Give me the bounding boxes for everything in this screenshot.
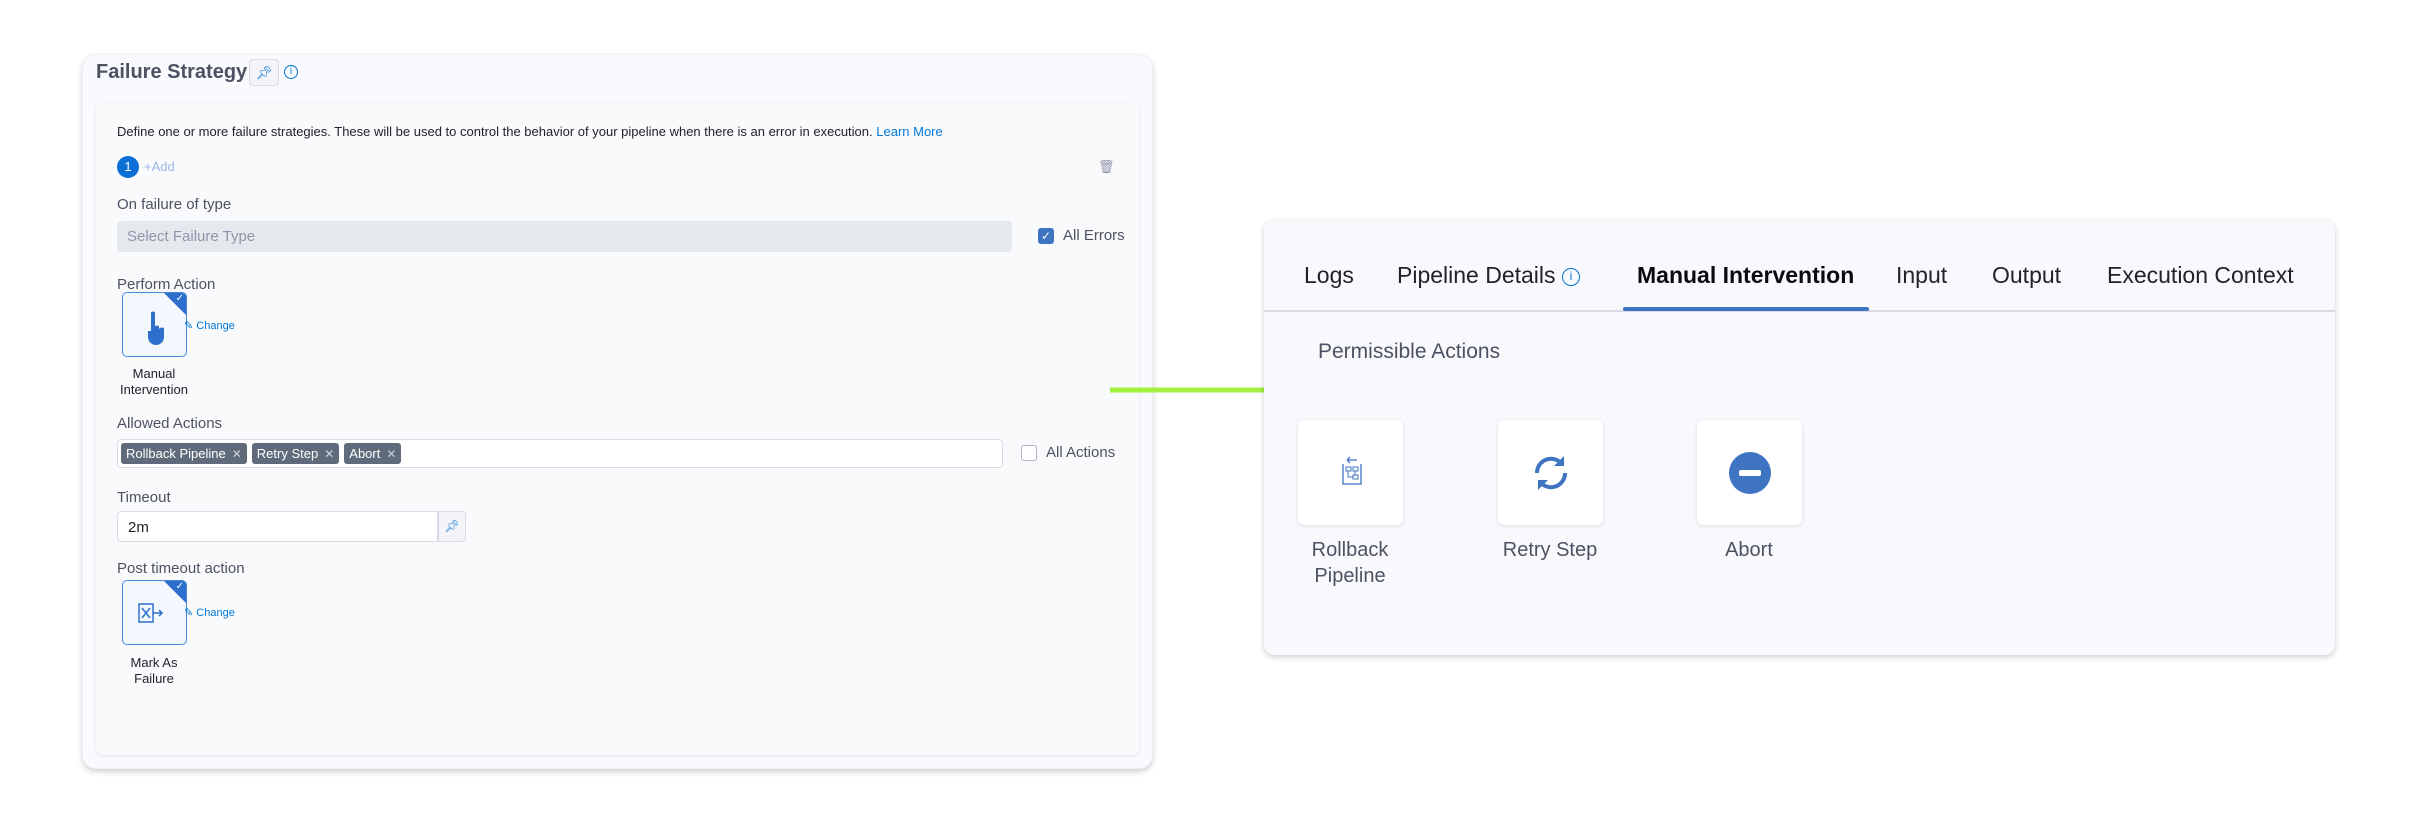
rollback-pipeline-button[interactable] bbox=[1298, 420, 1403, 525]
timeout-input[interactable]: 2m bbox=[117, 511, 438, 542]
pin-button[interactable]: 📌︎ bbox=[249, 59, 279, 86]
failure-type-select[interactable]: Select Failure Type bbox=[117, 221, 1012, 252]
abort-button[interactable] bbox=[1697, 420, 1802, 525]
change-perform-action-link[interactable]: ✎ Change bbox=[184, 320, 235, 332]
description-text: Define one or more failure strategies. T… bbox=[117, 124, 873, 139]
execution-panel: Logs Pipeline Details i Manual Intervent… bbox=[1264, 220, 2335, 655]
tab-input[interactable]: Input bbox=[1896, 262, 1948, 288]
tab-pipeline-details[interactable]: Pipeline Details i bbox=[1397, 262, 1580, 289]
pin-icon: 📌︎ bbox=[255, 64, 273, 80]
mark-as-failure-card[interactable]: ✓ bbox=[122, 580, 187, 645]
post-timeout-label: Post timeout action bbox=[117, 560, 245, 577]
description: Define one or more failure strategies. T… bbox=[117, 124, 943, 139]
tag-abort: Abort✕ bbox=[344, 443, 402, 464]
timeout-label: Timeout bbox=[117, 489, 171, 506]
tab-output[interactable]: Output bbox=[1992, 262, 2062, 288]
rollback-icon bbox=[1341, 456, 1362, 485]
retry-step-label: Retry Step bbox=[1502, 539, 1598, 561]
remove-tag-icon[interactable]: ✕ bbox=[231, 446, 242, 461]
all-errors-checkbox[interactable]: ✓ bbox=[1038, 228, 1054, 244]
remove-tag-icon[interactable]: ✕ bbox=[386, 446, 397, 461]
remove-tag-icon[interactable]: ✕ bbox=[324, 446, 335, 461]
strategy-step-1[interactable]: 1 bbox=[117, 156, 139, 178]
info-icon[interactable]: i bbox=[284, 65, 298, 79]
pencil-icon: ✎ bbox=[184, 607, 197, 619]
tag-retry-step: Retry Step✕ bbox=[251, 443, 340, 464]
allowed-actions-input[interactable]: Rollback Pipeline✕ Retry Step✕ Abort✕ bbox=[117, 439, 1003, 468]
trash-icon[interactable]: 🗑︎ bbox=[1098, 159, 1115, 174]
on-failure-label: On failure of type bbox=[117, 196, 232, 213]
learn-more-link[interactable]: Learn More bbox=[876, 124, 943, 139]
pencil-icon: ✎ bbox=[184, 320, 197, 332]
all-actions-label: All Actions bbox=[1046, 444, 1116, 461]
tab-logs[interactable]: Logs bbox=[1304, 262, 1354, 288]
allowed-actions-label: Allowed Actions bbox=[117, 415, 223, 432]
mark-failure-icon bbox=[138, 603, 164, 623]
retry-step-button[interactable] bbox=[1498, 420, 1603, 525]
strategy-form: Define one or more failure strategies. T… bbox=[96, 104, 1139, 755]
retry-icon bbox=[1534, 455, 1567, 490]
abort-icon bbox=[1728, 451, 1771, 494]
panel-title: Failure Strategy bbox=[96, 61, 248, 83]
tab-execution-context[interactable]: Execution Context bbox=[2107, 262, 2294, 288]
failure-strategy-panel: Failure Strategy 📌︎ i Define one or more… bbox=[82, 54, 1153, 769]
info-icon: i bbox=[1561, 268, 1580, 286]
all-actions-checkbox[interactable] bbox=[1021, 445, 1037, 461]
tag-rollback-pipeline: Rollback Pipeline✕ bbox=[121, 443, 247, 464]
all-errors-label: All Errors bbox=[1063, 227, 1125, 244]
tab-divider bbox=[1264, 310, 2335, 312]
pin-icon: 📌︎ bbox=[444, 519, 460, 533]
section-title: Permissible Actions bbox=[1318, 340, 1501, 363]
timeout-pin-button[interactable]: 📌︎ bbox=[438, 511, 466, 542]
add-strategy-button[interactable]: +Add bbox=[144, 159, 175, 174]
change-post-timeout-link[interactable]: ✎ Change bbox=[184, 607, 235, 619]
active-tab-indicator bbox=[1623, 307, 1869, 311]
abort-label: Abort bbox=[1725, 539, 1773, 561]
hand-pointer-icon bbox=[148, 311, 164, 345]
tab-manual-intervention[interactable]: Manual Intervention bbox=[1637, 262, 1855, 288]
perform-action-label: Perform Action bbox=[117, 276, 216, 293]
manual-intervention-card[interactable]: ✓ bbox=[122, 292, 187, 357]
